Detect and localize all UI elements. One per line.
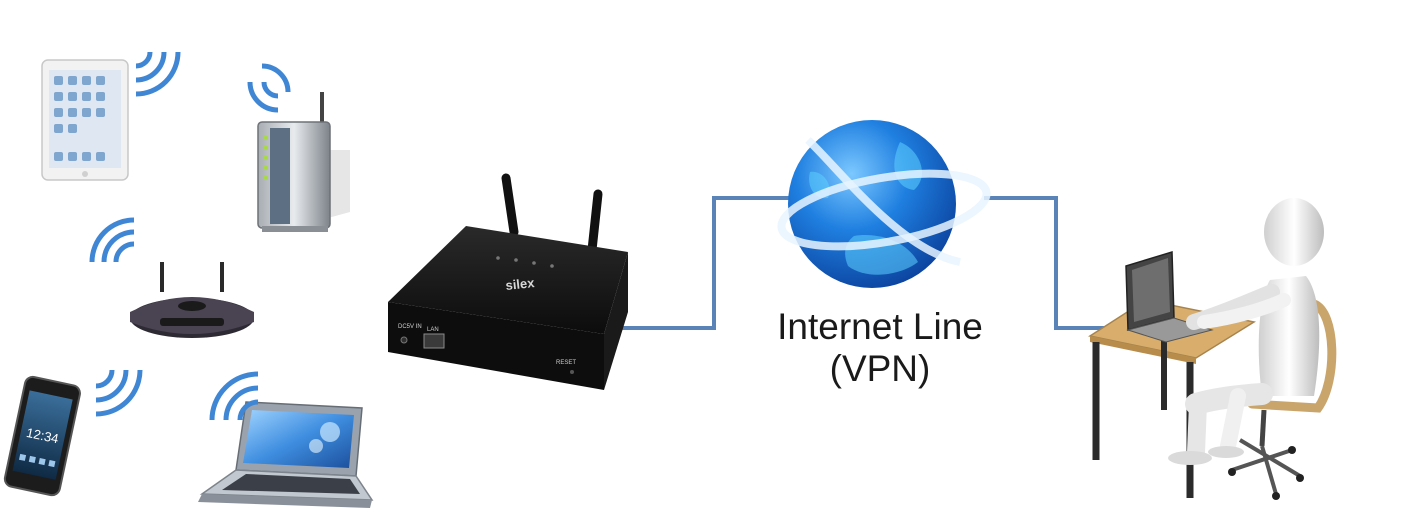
access-point-icon	[130, 262, 254, 338]
smartphone-icon: 12:34	[3, 375, 81, 497]
power-port	[400, 336, 408, 344]
port-label-lan: LAN	[427, 327, 439, 333]
phone-clock: 12:34	[25, 425, 60, 446]
wifi-waves-tablet	[135, 51, 181, 97]
remote-user-at-desk-icon	[1088, 198, 1337, 500]
wireless-router-icon	[257, 92, 350, 232]
device-brand-logo: silex	[505, 275, 536, 293]
wifi-waves-access-point	[89, 217, 135, 263]
tablet-icon	[41, 59, 129, 181]
cable-internet-to-pc	[984, 196, 1130, 330]
port-label-reset: RESET	[556, 360, 576, 366]
wifi-waves-smartphone-upper	[96, 356, 112, 372]
caption-line-1: Internet Line	[777, 306, 983, 347]
cable-device-to-internet	[612, 196, 792, 330]
silex-vpn-device: silex DC5V IN LAN RESET	[388, 173, 628, 390]
wifi-waves-laptop	[209, 371, 259, 421]
wifi-waves-smartphone	[95, 369, 143, 417]
lan-port	[423, 333, 445, 349]
port-label-power: DC5V IN	[398, 324, 422, 330]
wifi-waves-router	[247, 63, 291, 113]
reset-button	[570, 370, 574, 374]
laptop-icon	[198, 401, 374, 508]
internet-line-caption: Internet Line (VPN)	[740, 306, 1020, 390]
internet-globe-icon	[777, 120, 991, 288]
caption-line-2: (VPN)	[829, 348, 931, 389]
